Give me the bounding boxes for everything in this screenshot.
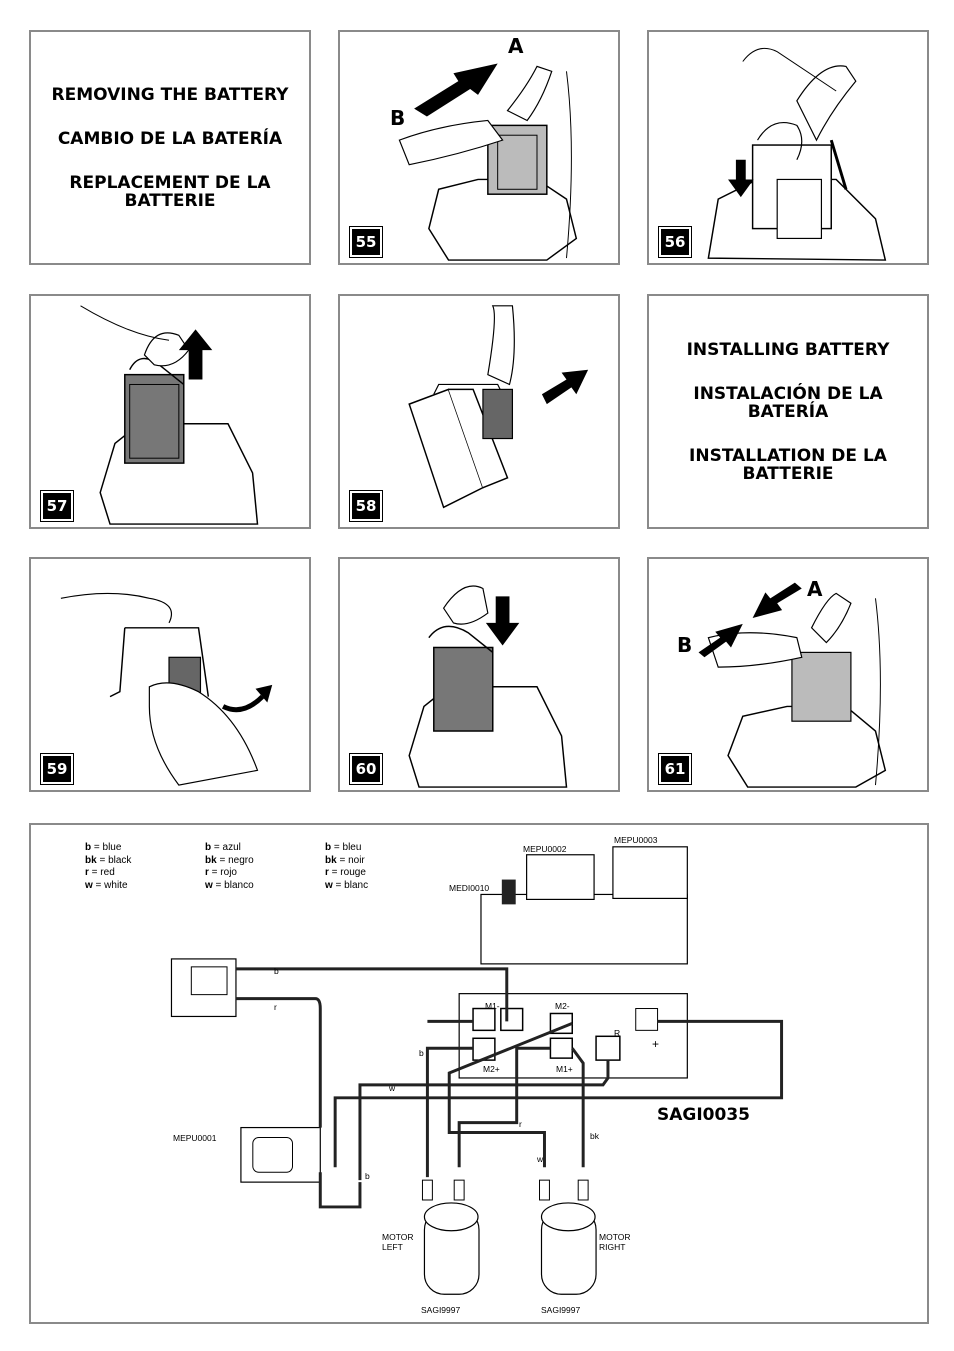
legend-spanish: b = azul bk = negro r = rojo w = blanco (205, 842, 254, 892)
wire-label-blue: b (419, 1048, 424, 1058)
step-number: 60 (349, 753, 383, 785)
wire-label-white: w (389, 1083, 396, 1093)
legend-row: bk = noir (325, 854, 365, 866)
legend-row: w = blanco (205, 879, 254, 891)
title-english: INSTALLING BATTERY (686, 339, 890, 360)
label-medi0010: MEDI0010 (449, 883, 490, 893)
wiring-diagram (170, 846, 784, 1295)
terminal-m1-minus: M1- (485, 1001, 500, 1011)
legend-row: w = white (85, 879, 128, 891)
step-61-illustration (698, 582, 887, 788)
wire-label-red: r (274, 1002, 277, 1012)
step-number: 58 (349, 490, 383, 522)
step-57-panel: 57 (29, 294, 311, 529)
label-b: B (677, 633, 693, 657)
legend-row: r = red (85, 867, 115, 878)
legend-row: r = rouge (325, 867, 366, 878)
removing-battery-title-panel: REMOVING THE BATTERY CAMBIO DE LA BATERÍ… (29, 30, 311, 265)
step-56-illustration (707, 47, 887, 261)
legend-english: b = blue bk = black r = red w = white (85, 842, 131, 892)
step-60-illustration (408, 585, 568, 788)
step-number: 56 (658, 226, 692, 258)
step-60-panel: 60 (338, 557, 620, 792)
step-number: 59 (40, 753, 74, 785)
label-mepu0002: MEPU0002 (523, 844, 567, 854)
terminal-m2-plus: M2+ (483, 1064, 500, 1074)
step-59-panel: 59 (29, 557, 311, 792)
wiring-diagram-panel: b = blue bk = black r = red w = white b … (29, 823, 929, 1324)
step-58-panel: 58 (338, 294, 620, 529)
title-french: INSTALLATION DE LA BATTERIE (689, 445, 887, 484)
step-number: 57 (40, 490, 74, 522)
terminal-r: R (614, 1028, 621, 1038)
step-57-illustration (80, 305, 259, 525)
legend-french: b = bleu bk = noir r = rouge w = blanc (325, 842, 368, 892)
legend-row: w = blanc (325, 879, 369, 891)
label-sagi0035: SAGI0035 (657, 1105, 750, 1125)
label-a: A (508, 34, 524, 58)
label-sagi9997-right: SAGI9997 (541, 1305, 581, 1315)
installing-battery-title-panel: INSTALLING BATTERY INSTALACIÓN DE LA BAT… (647, 294, 929, 529)
wire-label-red: r (519, 1119, 522, 1129)
wire-label-black: bk (590, 1131, 599, 1141)
step-58-illustration (408, 305, 589, 509)
legend-row: b = blue (85, 842, 122, 853)
legend-row: b = azul (205, 842, 241, 853)
wire-label-white: w (537, 1154, 544, 1164)
title-english: REMOVING THE BATTERY (51, 84, 289, 105)
legend-row: b = bleu (325, 842, 362, 853)
step-61-panel: A B 61 (647, 557, 929, 792)
terminal-m2-minus: M2- (555, 1001, 570, 1011)
legend-row: bk = negro (205, 854, 254, 866)
terminal-m1-plus: M1+ (556, 1064, 573, 1074)
title-spanish: CAMBIO DE LA BATERÍA (57, 128, 283, 149)
label-mepu0001: MEPU0001 (173, 1133, 217, 1143)
title-spanish: INSTALACIÓN DE LA BATERÍA (693, 383, 883, 422)
step-56-panel: 56 (647, 30, 929, 265)
step-55-illustration (398, 63, 578, 261)
label-b: B (390, 106, 406, 130)
step-number: 61 (658, 753, 692, 785)
wire-label-blue: b (365, 1171, 370, 1181)
step-number: 55 (349, 226, 383, 258)
legend-row: r = rojo (205, 867, 237, 878)
step-55-panel: A B 55 (338, 30, 620, 265)
title-french: REPLACEMENT DE LA BATTERIE (69, 172, 271, 211)
label-a: A (807, 577, 823, 601)
wire-label-blue: b (274, 966, 279, 976)
label-sagi9997-left: SAGI9997 (421, 1305, 461, 1315)
legend-row: bk = black (85, 854, 132, 866)
terminal-plus: + (652, 1037, 660, 1051)
step-59-illustration (60, 592, 273, 786)
label-mepu0003: MEPU0003 (614, 835, 658, 845)
